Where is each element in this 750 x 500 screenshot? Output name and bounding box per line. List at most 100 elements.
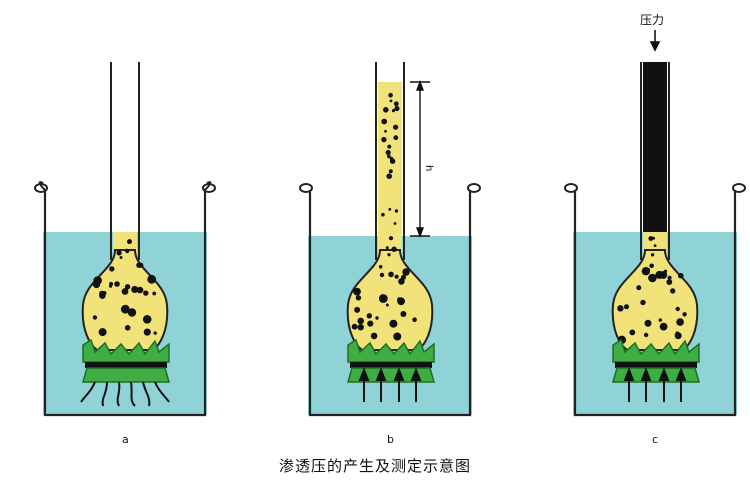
solute-particle [646, 267, 650, 272]
solute-particle [127, 239, 132, 245]
solute-particle [375, 316, 379, 320]
water-inflow-arrows [358, 367, 422, 402]
beaker-outline [43, 190, 207, 417]
solute-particle [366, 313, 372, 319]
solute-particle [153, 331, 157, 335]
solute-particle [379, 272, 385, 278]
solute-particle [385, 149, 391, 156]
solute-particle [388, 236, 394, 241]
solute-particle [92, 280, 101, 289]
solute-particle [666, 279, 673, 285]
solute-particles [92, 239, 157, 337]
panel-label-b: b [387, 433, 394, 446]
solute-particle [387, 154, 391, 159]
solute-particle [393, 101, 399, 107]
solute-particle [624, 304, 629, 310]
solute-particle [119, 256, 123, 259]
solute-particle [617, 305, 624, 312]
solute-particle [125, 248, 130, 254]
solute-particle [648, 273, 657, 283]
solute-particle [127, 308, 137, 317]
solute-particle [648, 236, 654, 241]
solute-particle [391, 109, 396, 113]
solute-particle [124, 284, 131, 290]
solute-particle [357, 324, 364, 331]
solute-particle [659, 271, 668, 279]
solute-particle [387, 144, 392, 149]
solute-particle [394, 209, 399, 213]
solute-particle [109, 266, 115, 272]
solute-particle [143, 328, 151, 336]
solute-particle [650, 253, 655, 257]
solute-particle [143, 290, 149, 296]
solute-particle [147, 274, 157, 284]
solute-particle [644, 319, 652, 327]
solute-particle [675, 306, 680, 312]
solute-particle [397, 297, 402, 302]
solute-particle [152, 291, 157, 296]
membrane [82, 338, 170, 363]
solute-particle [676, 318, 684, 326]
solute-particle [379, 297, 385, 303]
membrane-band [85, 362, 167, 368]
solute-particle [393, 135, 399, 141]
figure-caption: 渗透压的产生及测定示意图 [278, 457, 471, 475]
solute-particle [383, 107, 389, 113]
solute-particle [355, 295, 362, 301]
solute-particle [659, 322, 668, 331]
solute-particle [109, 281, 114, 286]
solute-particle [387, 253, 391, 257]
solute-particle [388, 207, 392, 211]
solute-particle [394, 274, 399, 279]
solute-particle [384, 129, 387, 133]
solute-particle [131, 285, 139, 294]
solute-particle [353, 287, 361, 296]
solute-particle [412, 317, 417, 323]
panel-label-c: c [652, 433, 658, 446]
solute-particle [92, 315, 98, 320]
height-indicator [410, 80, 430, 238]
pressure-arrow [649, 30, 661, 52]
solute-particle [370, 332, 378, 340]
panel-label-a: a [122, 433, 129, 446]
panel-a: a [34, 62, 216, 446]
solute-particle [98, 328, 107, 337]
piston [643, 62, 667, 232]
solute-particle [114, 281, 120, 287]
solute-particles [617, 236, 687, 344]
solute-particle [120, 304, 130, 314]
solute-particle [636, 285, 642, 291]
panel-c: 压力 c [564, 13, 746, 446]
solute-particle [381, 212, 385, 217]
solute-particle [389, 158, 396, 164]
beaker-outline [308, 190, 472, 417]
solute-particle [354, 306, 361, 313]
solute-particle [682, 312, 687, 317]
solute-particle [136, 262, 142, 268]
solute-particle [367, 320, 374, 327]
solute-particle [385, 303, 389, 307]
membrane [612, 338, 700, 363]
solute-particles [351, 236, 417, 341]
solute-particle [121, 288, 129, 295]
solute-particle [400, 311, 407, 317]
membrane [347, 338, 435, 363]
solute-particle [670, 288, 676, 294]
solute-particle [136, 286, 144, 294]
solute-particle [398, 278, 405, 285]
solute-particle [386, 173, 392, 179]
solute-particle [391, 246, 397, 252]
balanced-flow-arrows [623, 367, 687, 402]
solute-particle [385, 246, 389, 250]
solute-particle [643, 332, 649, 338]
solute-particle [389, 99, 393, 103]
solute-particle [393, 332, 402, 341]
solute-particle [378, 265, 383, 269]
solute-particle [394, 105, 400, 112]
solute-particle [388, 271, 394, 278]
solute-particle [388, 169, 393, 174]
solute-particle [351, 323, 358, 330]
solute-particle [667, 275, 672, 280]
solute-particle [653, 244, 657, 248]
